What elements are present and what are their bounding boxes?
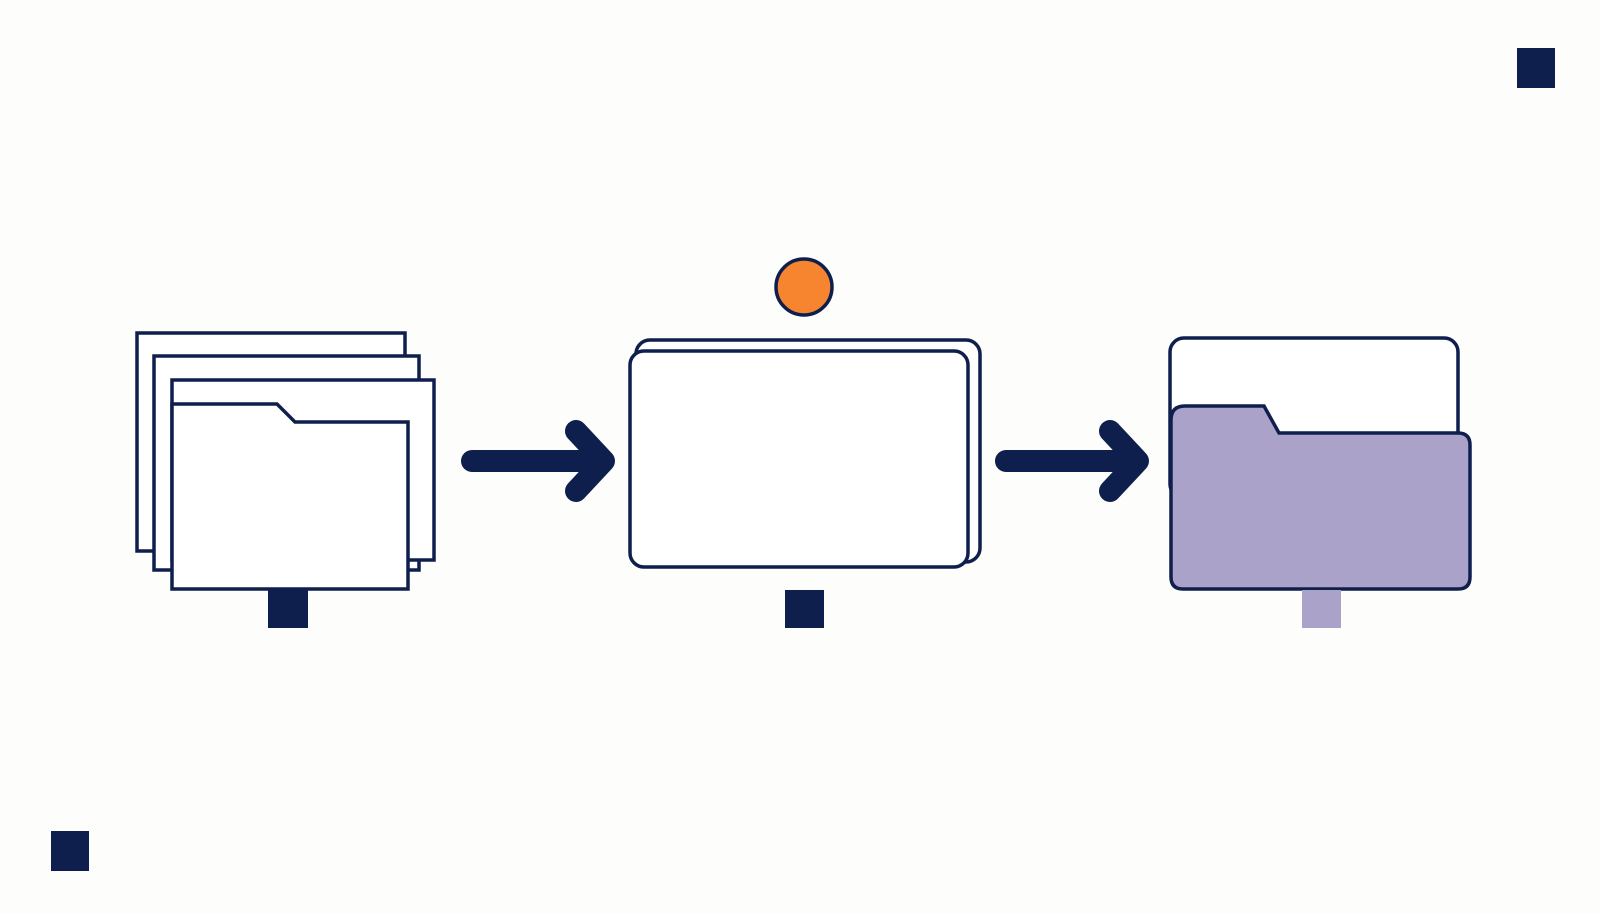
stage-3-marker	[1302, 590, 1341, 628]
front-folder	[170, 402, 410, 591]
corner-marker-bottom-left	[51, 831, 89, 871]
corner-marker-top-right	[1517, 48, 1555, 88]
stage-1-marker	[268, 590, 308, 628]
folder-front	[1169, 404, 1472, 591]
status-indicator-dot	[774, 257, 834, 317]
stacked-folders-icon	[135, 331, 436, 591]
arrow-right-icon	[461, 420, 615, 502]
arrow-right-icon	[995, 420, 1149, 502]
stage-2-marker	[785, 590, 824, 628]
filled-folder-icon	[1168, 336, 1472, 591]
window-front	[628, 349, 970, 569]
stacked-window-icon	[628, 338, 982, 569]
